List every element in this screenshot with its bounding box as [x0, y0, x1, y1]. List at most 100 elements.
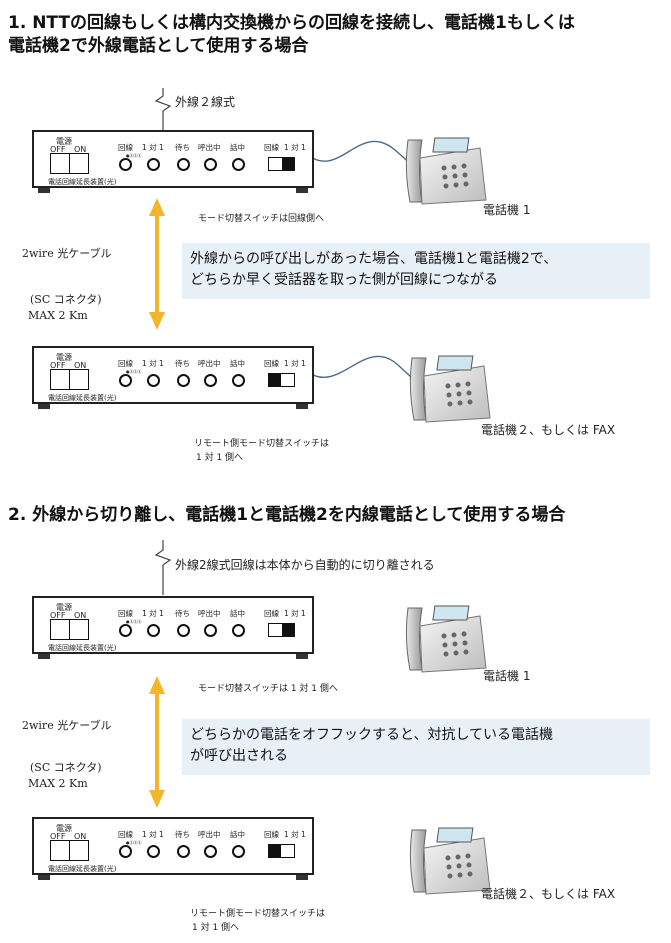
led-calling [204, 158, 217, 171]
section1-fiber-arrow [149, 198, 165, 330]
led-talking [232, 374, 245, 387]
led-line [119, 374, 132, 387]
device-foot [38, 875, 50, 880]
indicator-label-one-to-one: 1 対 1 [142, 359, 164, 368]
off-label: OFF [50, 611, 66, 620]
mode-switch-knob [269, 845, 281, 857]
section1-distance: MAX 2 Km [28, 309, 88, 322]
device-name: 電話回線延長装置(光) [48, 865, 117, 873]
mode-label-line: 回線 [264, 143, 279, 152]
section2-fiber-arrow [149, 676, 165, 808]
power-switch-on[interactable] [69, 840, 89, 861]
section2-line-label: 外線2線式回線は本体から自動的に切り離される [175, 558, 435, 572]
section2-lower-note-line2: 1 対 1 側へ [192, 923, 240, 933]
led-one-to-one [147, 158, 160, 171]
power-switch-off[interactable] [50, 619, 70, 640]
mode-label-one-to-one: 1 対 1 [284, 609, 306, 618]
section2-info-line1: どちらかの電話をオフフックすると、対抗している電話機 [190, 727, 554, 743]
mode-switch[interactable] [268, 373, 295, 387]
section1-connector: (SC コネクタ) [30, 293, 102, 306]
power-label: 電源 [56, 137, 72, 146]
section2-cable-name: 2wire 光ケーブル [22, 719, 112, 732]
led-one-to-one [147, 624, 160, 637]
section2-distance: MAX 2 Km [28, 777, 88, 790]
indicator-label-calling: 呼出中 [198, 359, 221, 368]
section2-phone-2-label: 電話機２、もしくは FAX [481, 887, 616, 901]
mini-marker: ●ⓈⓈⓈ [126, 619, 142, 624]
mini-marker: ●ⓈⓈⓈ [126, 840, 142, 845]
mode-label-line: 回線 [264, 609, 279, 618]
section2-phone-2-icon [409, 827, 491, 895]
mode-switch[interactable] [268, 623, 295, 637]
section1-phone-2-label: 電話機２、もしくは FAX [481, 423, 616, 437]
indicator-label-one-to-one: 1 対 1 [142, 609, 164, 618]
mini-marker: ●ⓈⓈⓈ [126, 369, 142, 374]
indicator-label-line: 回線 [118, 359, 133, 368]
device-name: 電話回線延長装置(光) [48, 644, 117, 652]
indicator-label-talking: 話中 [230, 359, 245, 368]
led-line [119, 158, 132, 171]
on-label: ON [74, 145, 87, 154]
mode-switch[interactable] [268, 844, 295, 858]
power-switch-on[interactable] [69, 369, 89, 390]
mode-switch-knob [282, 158, 294, 170]
section1-phone-2-icon [409, 355, 491, 423]
device-foot [296, 188, 308, 193]
indicator-label-line: 回線 [118, 143, 133, 152]
section1-info-line2: どちらか早く受話器を取った側が回線につながる [190, 272, 498, 288]
off-label: OFF [50, 832, 66, 841]
section2-upper-note: モード切替スイッチは 1 対 1 側へ [198, 684, 338, 694]
indicator-label-wait: 待ち [175, 143, 190, 152]
section1-upper-note: モード切替スイッチは回線側へ [198, 214, 325, 224]
device-foot [296, 875, 308, 880]
indicator-label-wait: 待ち [175, 830, 190, 839]
led-one-to-one [147, 374, 160, 387]
section2-phone-1-icon [405, 605, 487, 673]
section1-line-label: 外線２線式 [175, 95, 236, 109]
indicator-label-calling: 呼出中 [198, 609, 221, 618]
led-talking [232, 158, 245, 171]
led-wait [177, 374, 190, 387]
section1-external-line [154, 88, 172, 130]
section1-phone-1-label: 電話機 1 [483, 203, 531, 217]
led-calling [204, 624, 217, 637]
mode-label-line: 回線 [264, 359, 279, 368]
indicator-label-calling: 呼出中 [198, 830, 221, 839]
device-foot [296, 404, 308, 409]
section1-title-line2: 電話機2で外線電話として使用する場合 [8, 36, 309, 56]
device-foot [38, 404, 50, 409]
indicator-label-talking: 話中 [230, 609, 245, 618]
section2-device-upper: 電源 OFF ON 回線 1 対 1 待ち 呼出中 話中 回線 1 対 1 ●Ⓢ… [32, 596, 314, 659]
indicator-label-talking: 話中 [230, 143, 245, 152]
section1-cable-name: 2wire 光ケーブル [22, 247, 112, 260]
power-label: 電源 [56, 603, 72, 612]
power-switch-off[interactable] [50, 840, 70, 861]
device-foot [38, 188, 50, 193]
section2-device-lower: 電源 OFF ON 回線 1 対 1 待ち 呼出中 話中 回線 1 対 1 ●Ⓢ… [32, 817, 314, 880]
power-switch-on[interactable] [69, 153, 89, 174]
power-switch-on[interactable] [69, 619, 89, 640]
mode-label-line: 回線 [264, 830, 279, 839]
section2-external-line [154, 540, 172, 595]
mini-marker: ●ⓈⓈⓈ [126, 153, 142, 158]
led-talking [232, 845, 245, 858]
led-talking [232, 624, 245, 637]
indicator-label-wait: 待ち [175, 359, 190, 368]
section2-phone-1-label: 電話機 1 [483, 669, 531, 683]
on-label: ON [74, 611, 87, 620]
section1-title-line1: 1. NTTの回線もしくは構内交換機からの回線を接続し、電話機1もしくは [8, 13, 575, 33]
device-name: 電話回線延長装置(光) [48, 178, 117, 186]
mode-switch[interactable] [268, 157, 295, 171]
on-label: ON [74, 832, 87, 841]
indicator-label-talking: 話中 [230, 830, 245, 839]
led-line [119, 624, 132, 637]
power-label: 電源 [56, 824, 72, 833]
led-one-to-one [147, 845, 160, 858]
section2-info-line2: が呼び出される [190, 748, 288, 764]
indicator-label-wait: 待ち [175, 609, 190, 618]
section1-info-line1: 外線からの呼び出しがあった場合、電話機1と電話機2で、 [190, 251, 558, 267]
mode-label-one-to-one: 1 対 1 [284, 830, 306, 839]
mode-switch-knob [269, 374, 281, 386]
led-wait [177, 158, 190, 171]
